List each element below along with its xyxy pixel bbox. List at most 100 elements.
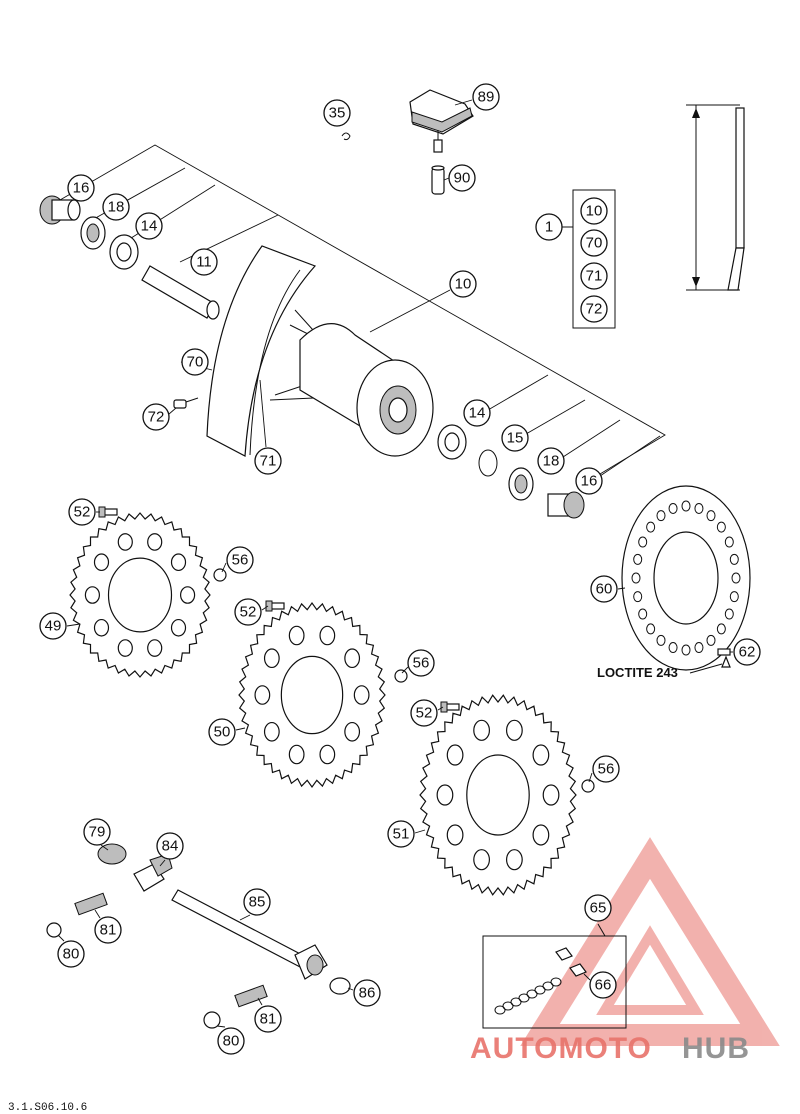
callout-16a: 16 bbox=[67, 174, 95, 202]
svg-text:16: 16 bbox=[581, 473, 598, 490]
callout-81a: 81 bbox=[94, 916, 122, 944]
svg-text:18: 18 bbox=[543, 453, 560, 470]
sprocket-part-50 bbox=[238, 601, 386, 789]
svg-text:56: 56 bbox=[232, 552, 249, 569]
callout-79: 79 bbox=[83, 818, 111, 846]
watermark-text: AUTOMOTO HUB bbox=[470, 1032, 750, 1065]
callout-11: 11 bbox=[190, 248, 218, 276]
chain-kit-box-65 bbox=[482, 923, 627, 1029]
callout-18a: 18 bbox=[102, 193, 130, 221]
axle-part-85 bbox=[171, 889, 328, 980]
bearing-part-14-right bbox=[437, 424, 467, 460]
callout-72a: 72 bbox=[580, 295, 608, 323]
callout-56a: 56 bbox=[226, 546, 254, 574]
svg-text:71: 71 bbox=[586, 268, 603, 285]
svg-text:56: 56 bbox=[598, 761, 615, 778]
svg-text:18: 18 bbox=[108, 199, 125, 216]
svg-text:66: 66 bbox=[595, 977, 612, 994]
callout-14b: 14 bbox=[463, 399, 491, 427]
svg-text:16: 16 bbox=[73, 180, 90, 197]
nut-part-56-a bbox=[213, 568, 227, 582]
callout-52b: 52 bbox=[234, 598, 262, 626]
svg-text:79: 79 bbox=[89, 824, 106, 841]
svg-text:51: 51 bbox=[393, 826, 410, 843]
rim-part-70 bbox=[206, 245, 317, 457]
spring-part-81-b bbox=[234, 984, 268, 1008]
cap-part-86 bbox=[329, 977, 351, 995]
svg-text:14: 14 bbox=[469, 405, 486, 422]
callout-15: 15 bbox=[501, 424, 529, 452]
svg-text:HUB: HUB bbox=[682, 1032, 750, 1065]
sprocket-part-49 bbox=[69, 512, 211, 678]
svg-text:84: 84 bbox=[162, 838, 179, 855]
bolt-part-52-c bbox=[440, 701, 460, 713]
axle-tube-part-11 bbox=[141, 265, 220, 320]
callout-70a: 70 bbox=[580, 229, 608, 257]
brake-disc-part-60 bbox=[621, 485, 751, 671]
callout-52a: 52 bbox=[68, 498, 96, 526]
callout-71a: 71 bbox=[580, 262, 608, 290]
nut-part-56-b bbox=[394, 669, 408, 683]
svg-text:10: 10 bbox=[586, 203, 603, 220]
svg-text:90: 90 bbox=[454, 170, 471, 187]
clip-part-35 bbox=[341, 132, 351, 141]
chain-adjuster-part-84 bbox=[133, 853, 173, 892]
svg-text:65: 65 bbox=[590, 900, 607, 917]
svg-text:86: 86 bbox=[359, 985, 376, 1002]
bearing-part-14-left bbox=[109, 234, 139, 270]
spacer-part-16-left bbox=[39, 195, 81, 225]
callout-62: 62 bbox=[733, 638, 761, 666]
callout-leaders bbox=[57, 99, 733, 1028]
svg-text:60: 60 bbox=[596, 581, 613, 598]
callout-49: 49 bbox=[39, 612, 67, 640]
svg-text:AUTOMOTO: AUTOMOTO bbox=[470, 1032, 652, 1065]
svg-text:70: 70 bbox=[586, 235, 603, 252]
callout-71b: 71 bbox=[254, 447, 282, 475]
svg-text:72: 72 bbox=[586, 301, 603, 318]
callout-50: 50 bbox=[208, 718, 236, 746]
valve-part-72 bbox=[173, 397, 199, 409]
svg-text:52: 52 bbox=[74, 504, 91, 521]
svg-text:85: 85 bbox=[249, 894, 266, 911]
watermark-triangle-logo bbox=[520, 837, 780, 1046]
callout-group: 35 89 90 16 18 14 11 10 1 10 70 71 72 70 72 71 14 15 18 16 5… bbox=[39, 83, 761, 1055]
callout-90: 90 bbox=[448, 164, 476, 192]
callout-35: 35 bbox=[323, 99, 351, 127]
callout-51: 51 bbox=[387, 820, 415, 848]
callout-16b: 16 bbox=[575, 467, 603, 495]
callout-10a: 10 bbox=[449, 270, 477, 298]
callout-56c: 56 bbox=[592, 755, 620, 783]
bolt-part-52-b bbox=[265, 600, 285, 612]
seal-part-18-left bbox=[80, 216, 106, 250]
spacer-part-90 bbox=[431, 165, 445, 195]
svg-text:14: 14 bbox=[141, 218, 158, 235]
callout-86: 86 bbox=[353, 979, 381, 1007]
nut-part-80-b bbox=[203, 1011, 221, 1029]
callout-80a: 80 bbox=[57, 940, 85, 968]
circlip-part-15 bbox=[478, 449, 498, 477]
callout-56b: 56 bbox=[407, 649, 435, 677]
callout-81b: 81 bbox=[254, 1005, 282, 1033]
sprocket-part-51 bbox=[419, 694, 577, 896]
svg-text:LOCTITE 243: LOCTITE 243 bbox=[597, 665, 678, 680]
rim-lock-part-89 bbox=[409, 89, 474, 153]
hub-part-10 bbox=[299, 323, 434, 457]
svg-text:11: 11 bbox=[196, 254, 212, 271]
svg-text:89: 89 bbox=[478, 89, 495, 106]
spring-part-81-a bbox=[74, 892, 108, 916]
svg-text:81: 81 bbox=[260, 1011, 277, 1028]
nut-part-80-a bbox=[46, 922, 62, 938]
svg-text:71: 71 bbox=[260, 453, 277, 470]
svg-text:15: 15 bbox=[507, 430, 524, 447]
callout-65: 65 bbox=[584, 894, 612, 922]
svg-text:49: 49 bbox=[45, 618, 62, 635]
svg-text:1: 1 bbox=[545, 219, 553, 236]
callout-14a: 14 bbox=[135, 212, 163, 240]
svg-text:56: 56 bbox=[413, 655, 430, 672]
callout-80b: 80 bbox=[217, 1027, 245, 1055]
svg-text:72: 72 bbox=[148, 409, 165, 426]
svg-text:80: 80 bbox=[223, 1033, 240, 1050]
seal-part-18-right bbox=[508, 467, 534, 501]
svg-text:70: 70 bbox=[187, 354, 204, 371]
